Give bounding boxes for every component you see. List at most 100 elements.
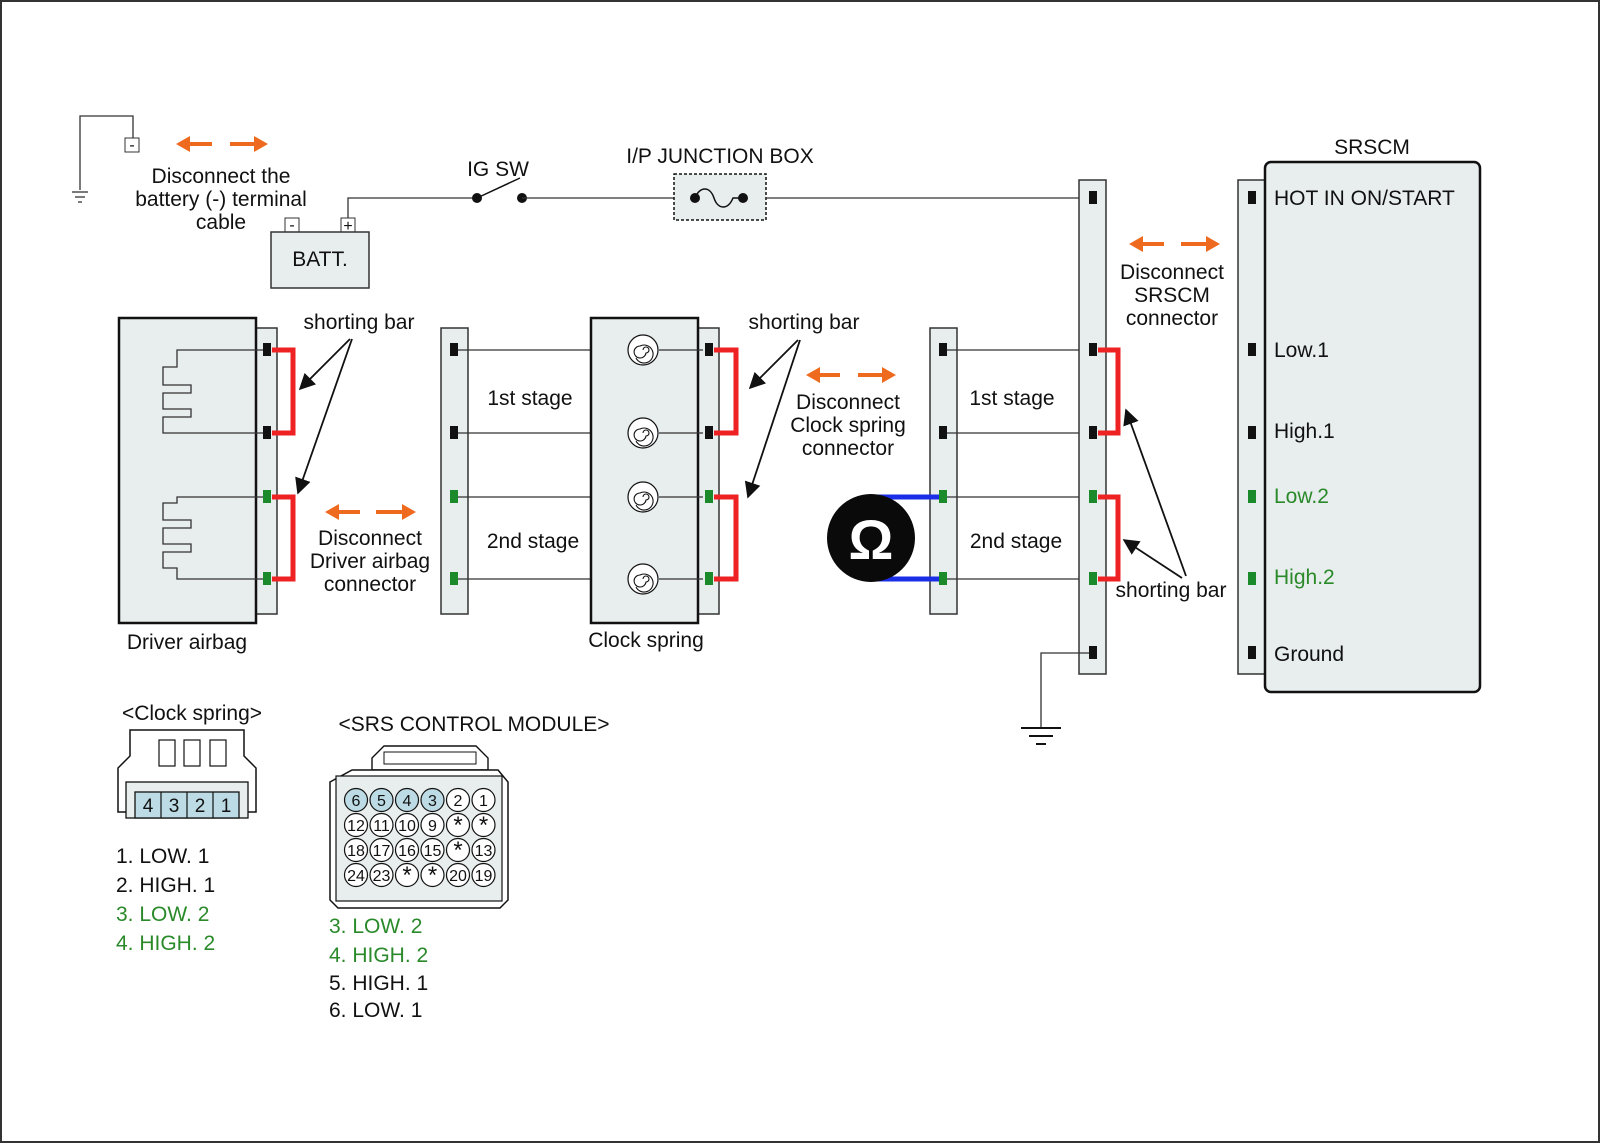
srs-module-legend-2: 4. HIGH. 2	[329, 944, 428, 967]
first-stage-label-left: 1st stage	[487, 387, 572, 410]
srs-module-pin-label: 20	[449, 868, 467, 885]
srs-module-legend-3: 5. HIGH. 1	[329, 972, 428, 995]
srs-module-pin-label: *	[453, 812, 462, 839]
battery-minus-sign: -	[289, 217, 294, 234]
battery-positive-wire	[347, 197, 477, 218]
srs-module-pin	[445, 837, 471, 863]
srs-module-pin-label: 6	[352, 793, 361, 810]
disconnect-clock-spring-arrows	[806, 367, 896, 383]
clock-spring-connector-title: <Clock spring>	[122, 702, 262, 725]
battery-label: BATT.	[292, 248, 348, 271]
srs-module-pin	[420, 812, 445, 838]
shorting-bar-label-2: shorting bar	[749, 311, 860, 334]
disconnect-clock-spring-label-3: connector	[802, 437, 894, 460]
srscm-title: SRSCM	[1334, 136, 1410, 159]
shorting-bar-pointer-1a	[298, 338, 351, 391]
srs-module-pin-label: 15	[424, 843, 442, 860]
srs-module-pin-label: 2	[454, 793, 463, 810]
ig-sw-label: IG SW	[467, 158, 529, 181]
srscm-pin-low1: Low.1	[1274, 339, 1329, 362]
ohmmeter: Ω	[827, 490, 947, 585]
srs-module-pin	[471, 812, 496, 838]
battery-ground-cable: -	[72, 115, 140, 203]
ohm-icon: Ω	[849, 508, 894, 571]
srscm-pin-high1: High.1	[1274, 420, 1335, 443]
driver-airbag-label: Driver airbag	[127, 631, 247, 654]
srs-module-pin	[394, 862, 420, 888]
disconnect-battery-label-2: battery (-) terminal	[135, 188, 307, 211]
srs-module-pin-label: 24	[347, 868, 365, 885]
disconnect-battery-label-3: cable	[196, 211, 246, 234]
shorting-bar-pointer-3a	[1123, 408, 1187, 577]
srs-module-legend-4: 6. LOW. 1	[329, 999, 422, 1022]
srs-module-pin-label: *	[453, 837, 462, 864]
srs-module-pin	[420, 862, 445, 888]
clock-spring-legend-2: 2. HIGH. 1	[116, 874, 215, 897]
srs-module-pin	[471, 837, 496, 863]
clock-spring-pin-3: 3	[169, 796, 180, 817]
srscm-harness-connector	[929, 327, 958, 615]
second-stage-label-left: 2nd stage	[487, 530, 579, 553]
srs-module-pin-label: 11	[373, 818, 390, 835]
srs-module-pin	[394, 812, 420, 838]
srs-module-pin-label: 16	[398, 843, 416, 860]
clock-spring-pin-1: 1	[221, 796, 232, 817]
coil-icon	[627, 417, 659, 449]
disconnect-clock-spring-label-1: Disconnect	[796, 391, 900, 414]
ip-junction-box-fuse	[673, 173, 767, 221]
driver-airbag-module	[117, 316, 296, 625]
clock-spring-body	[589, 316, 739, 625]
shorting-bar-pointer-2b	[744, 339, 801, 499]
coil-icon	[627, 563, 659, 595]
first-stage-label-right: 1st stage	[969, 387, 1054, 410]
disconnect-driver-airbag-label-2: Driver airbag	[310, 550, 430, 573]
srs-module-pin-label: *	[479, 812, 488, 839]
srs-module-pin-label: 13	[475, 843, 493, 860]
shorting-bar-pointer-2a	[748, 339, 799, 390]
srs-module-pin	[343, 837, 369, 863]
srs-module-pin-label: 19	[475, 868, 493, 885]
coil-icon	[627, 481, 659, 513]
srs-module-pin	[471, 862, 496, 888]
ignition-switch	[472, 177, 527, 203]
srs-module-pin	[369, 862, 394, 888]
srs-module-pin-label: *	[402, 862, 411, 889]
srscm-pin-high2: High.2	[1274, 566, 1335, 589]
srscm-module	[1237, 160, 1482, 694]
clock-spring-legend-1: 1. LOW. 1	[116, 845, 209, 868]
disconnect-driver-airbag-label-1: Disconnect	[318, 527, 422, 550]
srs-module-pin-label: 4	[403, 793, 412, 810]
srs-module-pin	[471, 787, 496, 813]
disconnect-driver-airbag-arrows	[325, 504, 416, 520]
clock-spring-pin-4: 4	[143, 796, 154, 817]
srs-module-pin	[420, 837, 445, 863]
srs-module-pin-label: 9	[428, 818, 437, 835]
shorting-bar-pointer-3b	[1122, 539, 1183, 579]
clock-spring-left-connector	[440, 327, 469, 615]
srs-module-connector-title: <SRS CONTROL MODULE>	[338, 713, 609, 736]
disconnect-srscm-arrows	[1129, 236, 1220, 252]
disconnect-srscm-label-3: connector	[1126, 307, 1218, 330]
ground-terminal-sign: -	[129, 137, 134, 154]
srs-module-pin	[394, 837, 420, 863]
ip-junction-box-label: I/P JUNCTION BOX	[626, 145, 813, 168]
srs-module-pin-label: 23	[373, 868, 391, 885]
clock-spring-legend-4: 4. HIGH. 2	[116, 932, 215, 955]
srs-module-pin	[445, 812, 471, 838]
srscm-pin-hot-in: HOT IN ON/START	[1274, 187, 1455, 210]
srs-module-pin-label: 1	[479, 793, 488, 810]
srs-module-pin	[445, 862, 471, 888]
ground-symbol	[1021, 727, 1061, 745]
clock-spring-pin-2: 2	[195, 796, 206, 817]
srs-module-pin-label: *	[428, 862, 437, 889]
srs-module-pin	[343, 787, 369, 813]
battery-plus-sign: +	[343, 218, 352, 235]
shorting-bar-label-3: shorting bar	[1116, 579, 1227, 602]
srs-module-pin-label: 3	[428, 793, 437, 810]
second-stage-label-right: 2nd stage	[970, 530, 1062, 553]
disconnect-srscm-label-2: SRSCM	[1134, 284, 1210, 307]
srs-module-pin	[369, 787, 394, 813]
